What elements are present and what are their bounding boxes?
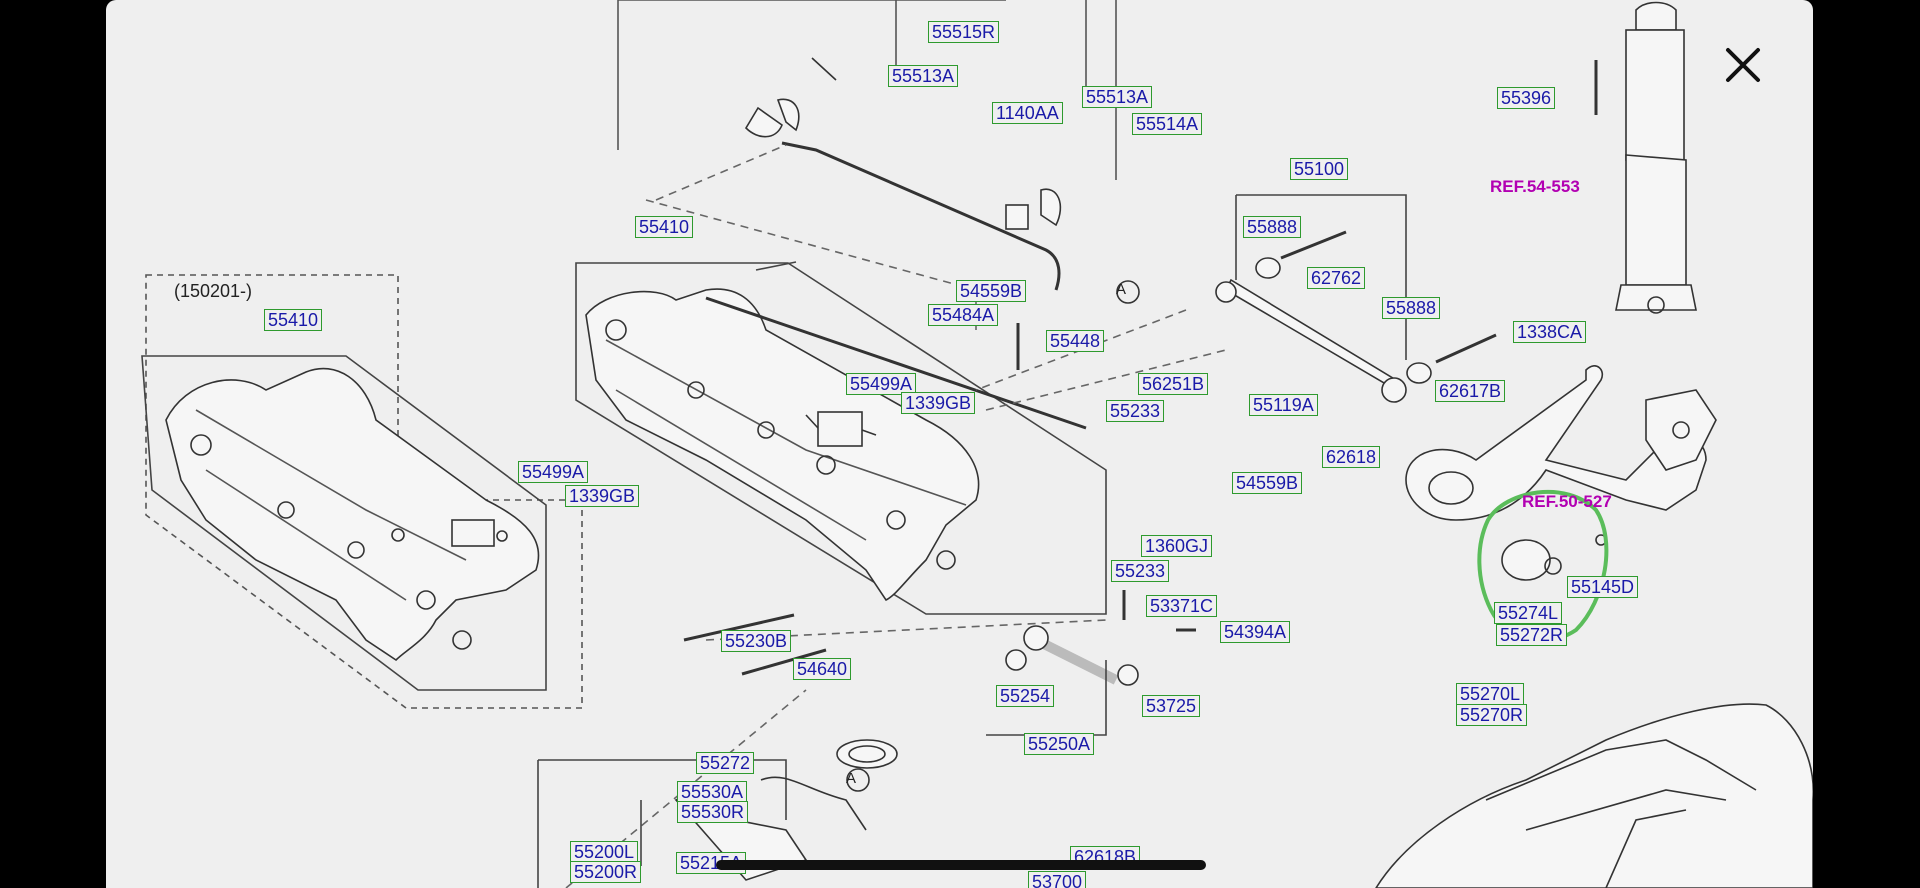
part-label[interactable]: 55484A [928,304,999,326]
part-label[interactable]: 1140AA [992,102,1063,124]
part-label[interactable]: 55530R [677,801,749,823]
part-label[interactable]: 55233 [1106,400,1165,422]
part-label[interactable]: 55530A [677,781,748,803]
part-label[interactable]: 1339GB [565,485,640,507]
part-label[interactable]: 54559B [956,280,1027,302]
part-label[interactable]: 55270R [1456,704,1528,726]
part-label[interactable]: 55515R [928,21,1000,43]
part-label[interactable]: 53371C [1146,595,1218,617]
suspension-parts-drawing [141,0,1813,888]
part-label[interactable]: 55250A [1024,733,1095,755]
part-label[interactable]: 55270L [1456,683,1525,705]
part-label[interactable]: 55272R [1496,624,1568,646]
part-label[interactable]: 55499A [846,373,917,395]
part-label[interactable]: 55888 [1382,297,1441,319]
part-label[interactable]: 62617B [1435,380,1506,402]
callout-letter: A [846,770,857,787]
close-icon[interactable] [1720,42,1766,88]
part-label[interactable]: 55888 [1243,216,1302,238]
part-label[interactable]: 55200L [570,841,639,863]
part-label[interactable]: 53725 [1142,695,1201,717]
part-label[interactable]: 55230B [721,630,792,652]
part-label[interactable]: 53700 [1028,871,1087,888]
part-label[interactable]: 55513A [888,65,959,87]
part-label[interactable]: 56251B [1138,373,1209,395]
part-label[interactable]: 55499A [518,461,589,483]
part-label[interactable]: 55410 [264,309,323,331]
part-label[interactable]: 55200R [570,861,642,883]
part-label[interactable]: 55514A [1132,113,1203,135]
part-label[interactable]: 55272 [696,752,755,774]
callout-letter: A [1116,281,1127,298]
part-label[interactable]: 1360GJ [1141,535,1213,557]
diagram-viewer: (150201-) 55515R 55513A 1140AA 55513A 55… [106,0,1813,888]
part-label[interactable]: 55233 [1111,560,1170,582]
part-label[interactable]: 55100 [1290,158,1349,180]
home-indicator-bar [716,860,1206,870]
part-label[interactable]: 55448 [1046,330,1105,352]
part-label[interactable]: 55274L [1494,602,1563,624]
variant-note: (150201-) [174,281,253,301]
part-label[interactable]: 55119A [1249,394,1318,416]
part-label[interactable]: 54559B [1232,472,1303,494]
part-label[interactable]: 62762 [1307,267,1366,289]
part-label[interactable]: 55254 [996,685,1055,707]
part-label[interactable]: 54394A [1220,621,1291,643]
reference-link[interactable]: REF.50-527 [1522,492,1612,511]
part-label[interactable]: 55410 [635,216,694,238]
reference-link[interactable]: REF.54-553 [1490,177,1580,196]
part-label[interactable]: 62618 [1322,446,1381,468]
part-label[interactable]: 1338CA [1513,321,1587,343]
part-label[interactable]: 54640 [793,658,852,680]
part-label[interactable]: 55396 [1497,87,1556,109]
part-label[interactable]: 55513A [1082,86,1153,108]
part-label[interactable]: 1339GB [901,392,976,414]
part-label[interactable]: 55145D [1567,576,1639,598]
